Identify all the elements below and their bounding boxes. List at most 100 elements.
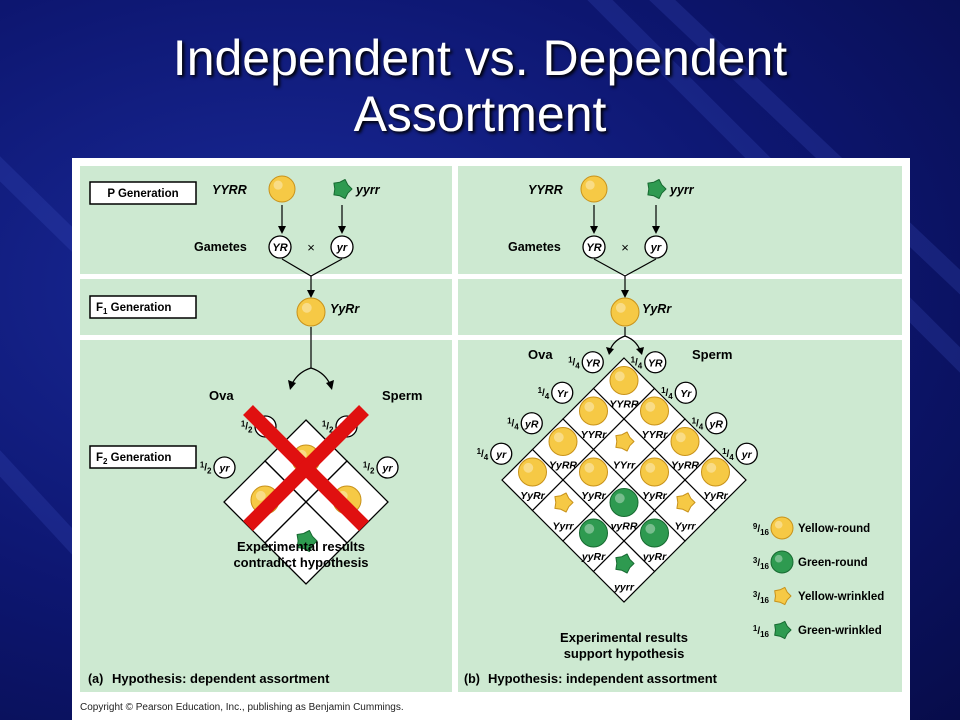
svg-text:yR: yR <box>524 418 539 430</box>
panel-b-ova-label: Ova <box>528 347 553 362</box>
offspring-pea <box>609 366 639 395</box>
panel-b-f1-genotype: YyRr <box>642 302 672 316</box>
offspring-genotype: yyRr <box>581 551 606 563</box>
panel-b-parent2-pea <box>647 179 667 199</box>
panel-b-gamete1: YR <box>586 242 601 254</box>
panel-a-parent1: YYRR <box>212 183 247 197</box>
offspring-pea <box>609 488 639 517</box>
offspring-pea <box>579 396 608 426</box>
ova-gamete: yR <box>520 412 543 435</box>
panel-b-result-line2: support hypothesis <box>564 646 685 661</box>
offspring-genotype: yyRr <box>642 551 667 563</box>
legend-fraction: 9/16 <box>753 522 770 537</box>
f2-generation-box <box>89 445 197 469</box>
arrow-head <box>652 226 660 234</box>
sperm-gamete: yr <box>376 456 399 479</box>
ova-fraction: 1/4 <box>538 386 550 401</box>
gamete-circle <box>582 235 606 259</box>
panel-a-parent2-pea <box>333 179 353 199</box>
svg-text:yr: yr <box>382 463 394 475</box>
sperm-gamete: Yr <box>674 381 697 404</box>
offspring-genotype: YyRr <box>581 490 606 502</box>
panel-b-parent1-pea <box>580 175 608 203</box>
panel-b-f1-section <box>458 279 902 335</box>
arrow-head <box>621 290 629 298</box>
panel-a-ova-label: Ova <box>209 388 234 403</box>
offspring-pea <box>548 427 578 456</box>
panel-a-gamete1: YR <box>272 242 287 254</box>
legend-pea <box>774 620 792 640</box>
sperm-fraction: 1/4 <box>631 355 643 370</box>
arrow-head <box>288 380 296 390</box>
panel-b-punnett-square: YYRRYYRrYyRRYyRrYYRrYYrrYyRrYyrrYyRRYyRr… <box>477 351 758 603</box>
offspring-genotype: YyRR <box>671 460 699 472</box>
arrow-head <box>307 290 315 298</box>
offspring-genotype: YyRr <box>520 490 545 502</box>
offspring-genotype: YYrr <box>613 460 636 472</box>
copyright-notice: Copyright © Pearson Education, Inc., pub… <box>80 702 404 713</box>
panel-a-f1-genotype: YyRr <box>330 302 360 316</box>
arrow-head <box>636 347 644 355</box>
contradiction-x-mark <box>243 405 369 531</box>
arrow-head <box>278 226 286 234</box>
panel-b-gamete2: yr <box>650 242 662 254</box>
panel-a-f1-pea <box>296 297 326 327</box>
p-generation-label: P Generation <box>107 188 178 200</box>
figure: P Generation YYRR yyrr Gametes YR × yr F… <box>72 158 910 720</box>
panel-b-sperm-label: Sperm <box>692 347 732 362</box>
panel-a-cross-symbol: × <box>307 240 315 255</box>
panel-a-caption-letter: (a) <box>88 672 103 686</box>
legend-label: Green-round <box>798 557 868 569</box>
gamete-circle <box>268 235 292 259</box>
svg-text:Yr: Yr <box>557 388 569 400</box>
panel-a-parent2: yyrr <box>355 183 381 197</box>
f1-generation-box <box>89 295 197 319</box>
legend-label: Yellow-round <box>798 523 870 535</box>
panel-b-parent2: yyrr <box>669 183 695 197</box>
sperm-gamete: yR <box>705 412 728 435</box>
offspring-pea <box>640 396 669 426</box>
ova-fraction: 1/2 <box>200 461 212 476</box>
ova-fraction: 1/4 <box>507 416 519 431</box>
sperm-fraction: 1/2 <box>363 461 375 476</box>
gamete-circle <box>330 235 354 259</box>
panel-a-result-line2: contradict hypothesis <box>233 555 368 570</box>
p-generation-box <box>89 181 197 205</box>
offspring-genotype: yyrr <box>613 582 635 594</box>
offspring-pea <box>676 492 696 513</box>
sperm-fraction: 1/4 <box>722 447 734 462</box>
panel-b-p-section <box>458 166 902 274</box>
genetics-diagram: P Generation YYRR yyrr Gametes YR × yr F… <box>80 166 902 692</box>
offspring-genotype: YYRr <box>581 429 608 441</box>
legend-fraction: 3/16 <box>753 556 770 571</box>
offspring-pea <box>579 518 608 548</box>
panel-a-result-line1: Experimental results <box>237 539 365 554</box>
sperm-gamete: yr <box>735 442 758 465</box>
legend-pea <box>770 516 794 540</box>
ova-gamete: YR <box>581 351 604 374</box>
arrow-head <box>606 347 614 355</box>
offspring-pea <box>579 457 608 487</box>
offspring-genotype: YyRr <box>703 490 728 502</box>
sperm-fraction: 1/4 <box>661 386 673 401</box>
legend-pea <box>774 586 792 606</box>
slide-title-line1: Independent vs. Dependent <box>172 30 788 86</box>
panel-b-result-line1: Experimental results <box>560 630 688 645</box>
offspring-pea <box>640 518 669 548</box>
svg-text:yr: yr <box>495 449 507 461</box>
slide-title: Independent vs. Dependent Assortment <box>0 30 960 142</box>
sperm-fraction: 1/4 <box>692 416 704 431</box>
offspring-pea <box>670 427 700 456</box>
offspring-pea <box>615 553 635 574</box>
offspring-pea <box>615 431 635 452</box>
legend-fraction: 1/16 <box>753 624 770 639</box>
panel-a-gametes-label: Gametes <box>194 240 247 254</box>
f1-generation-label: F1 Generation <box>96 302 171 316</box>
arrow-head <box>338 226 346 234</box>
legend-item: 9/16 Yellow-round <box>753 516 870 540</box>
svg-text:yR: yR <box>709 418 724 430</box>
svg-text:Yr: Yr <box>680 388 692 400</box>
